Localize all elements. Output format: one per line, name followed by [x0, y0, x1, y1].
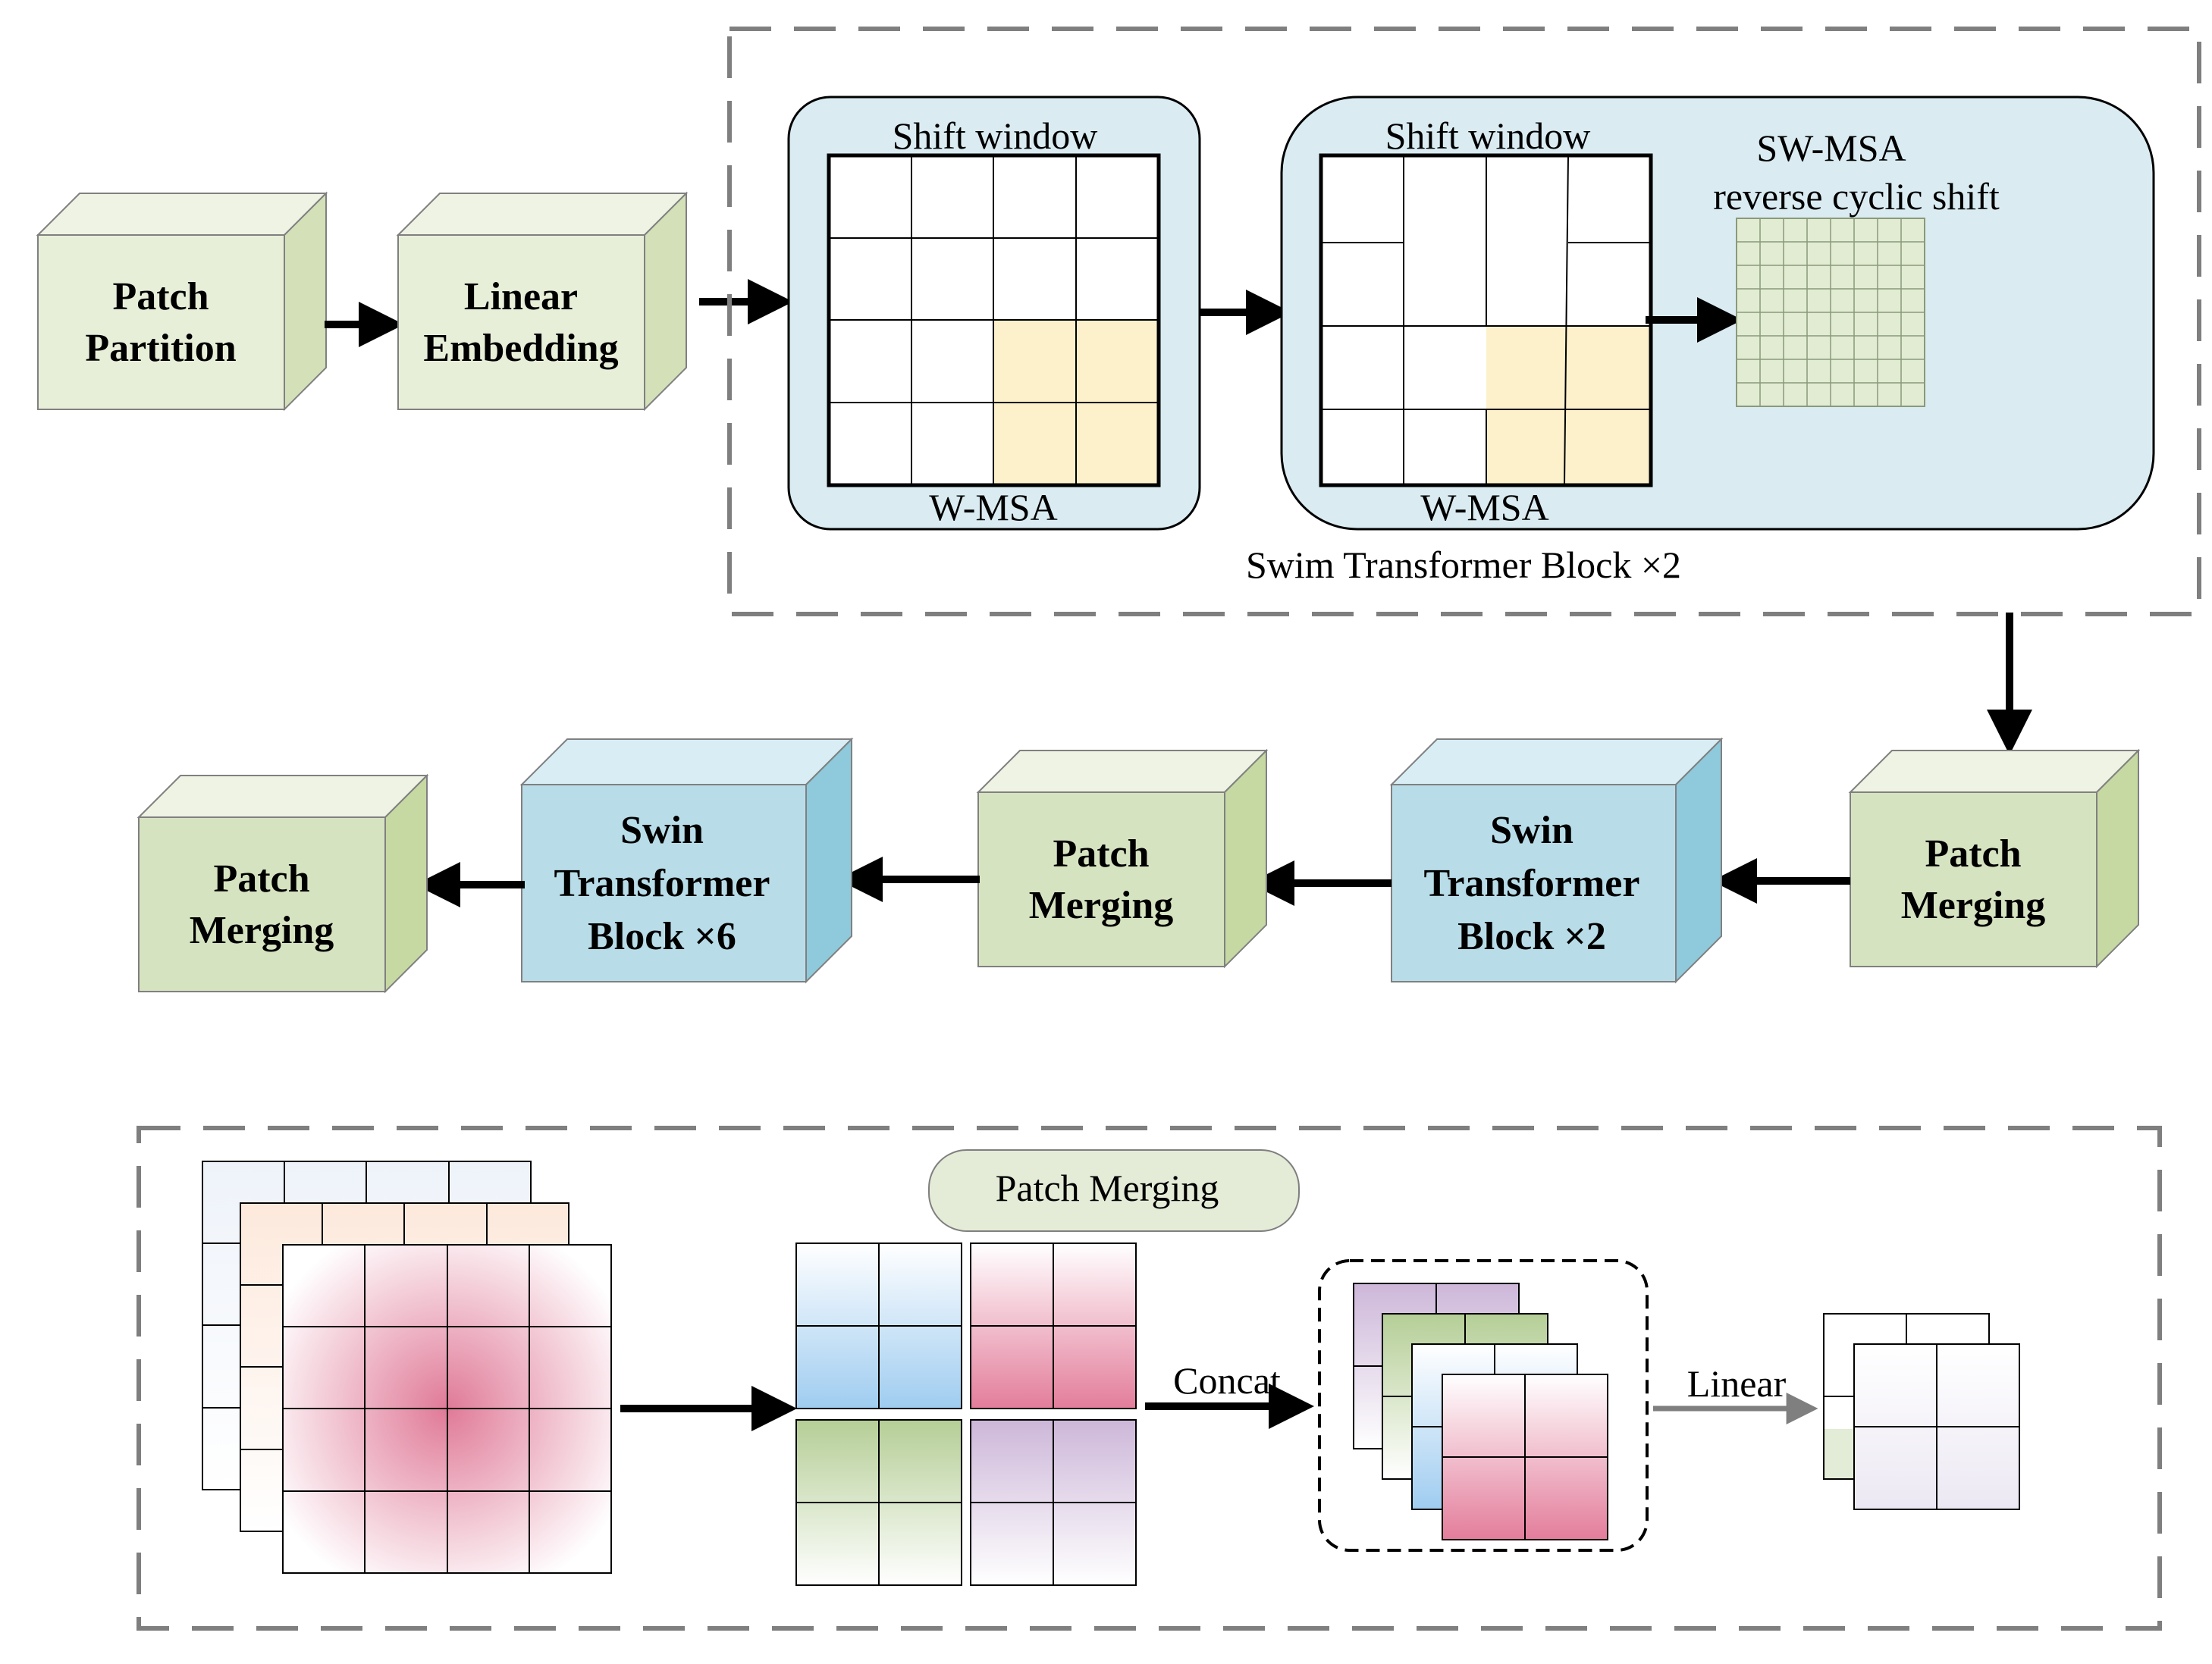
shift-window-label-left: Shift window	[893, 114, 1098, 157]
shift-window-label-right: Shift window	[1385, 114, 1591, 157]
concat-label: Concat	[1173, 1359, 1281, 1402]
merging-middle-label-2: Merging	[1029, 884, 1174, 927]
patch-merging-cube-middle: Patch Merging	[976, 748, 1269, 969]
output-front	[1853, 1343, 2020, 1510]
window-grid-shifted	[1319, 153, 1653, 487]
patch-merging-panel	[136, 1126, 2162, 1631]
swin6-label-2: Transformer	[554, 862, 770, 905]
reverse-shift-grid	[1736, 218, 1925, 407]
merging-left-label-2: Merging	[190, 909, 334, 952]
patch-merging-title-pill: Patch Merging	[928, 1149, 1300, 1232]
merging-middle-label-1: Patch	[1053, 832, 1149, 876]
transformer-block-panel	[727, 27, 2201, 616]
swin2-label-3: Block ×2	[1457, 915, 1606, 958]
patch-merging-cube-right: Patch Merging	[1848, 748, 2141, 969]
linear-label: Linear	[1687, 1362, 1787, 1405]
window-grid-left	[827, 153, 1161, 487]
linear-embedding-label-1: Linear	[464, 275, 578, 318]
patch-blue	[795, 1243, 962, 1409]
patch-partition-label-2: Partition	[85, 327, 236, 370]
swin-block-6-cube: Swin Transformer Block ×6	[519, 737, 854, 984]
merging-right-label-2: Merging	[1901, 884, 2046, 927]
split-patches	[795, 1243, 1137, 1586]
concat-stack	[1353, 1283, 1608, 1540]
concat-stack-frame	[1318, 1259, 1649, 1552]
w-msa-box: Shift window W-MSA	[787, 96, 1201, 531]
merging-left-label-1: Patch	[213, 857, 309, 901]
w-msa-label-left: W-MSA	[929, 486, 1057, 528]
swin2-label-2: Transformer	[1424, 862, 1640, 905]
linear-embedding-cube: Linear Embedding	[396, 191, 689, 412]
swin6-label-1: Swin	[620, 809, 704, 852]
block-caption: Swim Transformer Block ×2	[1246, 544, 1681, 586]
merging-right-label-1: Patch	[1925, 832, 2021, 876]
swin-block-2-cube: Swin Transformer Block ×2	[1389, 737, 1724, 984]
swin6-label-3: Block ×6	[588, 915, 736, 958]
patch-merging-cube-left: Patch Merging	[136, 773, 429, 994]
w-msa-label-right: W-MSA	[1420, 486, 1548, 528]
patch-partition-label-1: Patch	[112, 275, 209, 318]
patch-green	[795, 1419, 962, 1586]
patch-pink	[970, 1243, 1137, 1409]
input-feature-maps	[202, 1161, 612, 1574]
stack-pink	[1442, 1374, 1608, 1540]
output-feature-maps	[1823, 1313, 2020, 1510]
swin2-label-1: Swin	[1490, 809, 1574, 852]
linear-embedding-label-2: Embedding	[423, 327, 618, 370]
reverse-cyclic-shift-title: reverse cyclic shift	[1713, 175, 2000, 218]
feature-map-front	[282, 1244, 612, 1574]
patch-partition-cube: Patch Partition	[36, 191, 328, 412]
patch-merging-title: Patch Merging	[996, 1167, 1219, 1209]
sw-msa-box: Shift window W-MSA SW-MSA reverse cyclic…	[1280, 96, 2155, 531]
patch-purple	[970, 1419, 1137, 1586]
sw-msa-title: SW-MSA	[1756, 127, 1906, 169]
